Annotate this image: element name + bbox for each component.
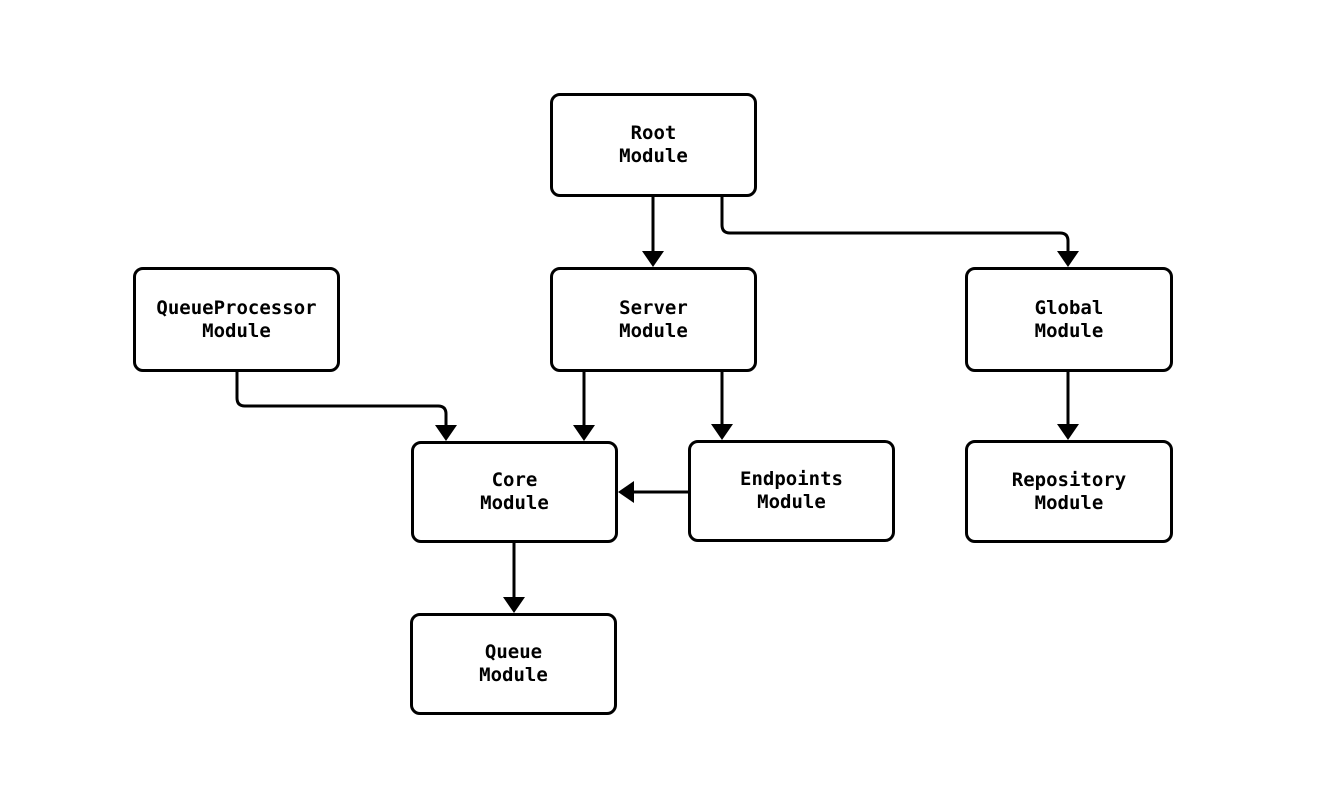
arrowhead-root-to-server — [642, 251, 664, 267]
node-root-label-line: Module — [619, 145, 688, 167]
node-repository-label-line: Repository — [1011, 468, 1127, 491]
arrowhead-queue-processor-to-core — [435, 425, 457, 441]
arrowhead-server-to-endpoints — [711, 424, 733, 440]
node-global-label-line: Global — [1034, 296, 1104, 319]
node-server-label-line: Server — [619, 296, 688, 319]
node-endpoints-label-line: Endpoints — [740, 468, 843, 490]
arrowhead-root-to-global — [1057, 251, 1079, 267]
node-queue-processor-label-line: QueueProcessor — [156, 296, 317, 319]
arrowhead-server-to-core — [573, 425, 595, 441]
node-global-label-line: Module — [1034, 319, 1104, 342]
node-endpoints-label-line: Module — [757, 491, 826, 513]
node-queue-label-line: Queue — [484, 641, 543, 663]
node-queue-processor-label-line: Module — [202, 319, 271, 342]
node-repository-label-line: Module — [1034, 491, 1104, 514]
arrowhead-core-to-queue — [503, 597, 525, 613]
node-core-label-line: Core — [491, 469, 538, 491]
arrowhead-global-to-repository — [1057, 424, 1079, 440]
node-core-label-line: Module — [480, 492, 549, 514]
arrowhead-endpoints-to-core — [618, 481, 634, 503]
edge-root-to-global — [720, 197, 1070, 251]
node-root-label-line: Root — [630, 122, 677, 144]
node-server-label-line: Module — [619, 319, 688, 342]
node-queue-label-line: Module — [479, 664, 548, 686]
edge-queue-processor-to-core — [235, 372, 448, 425]
